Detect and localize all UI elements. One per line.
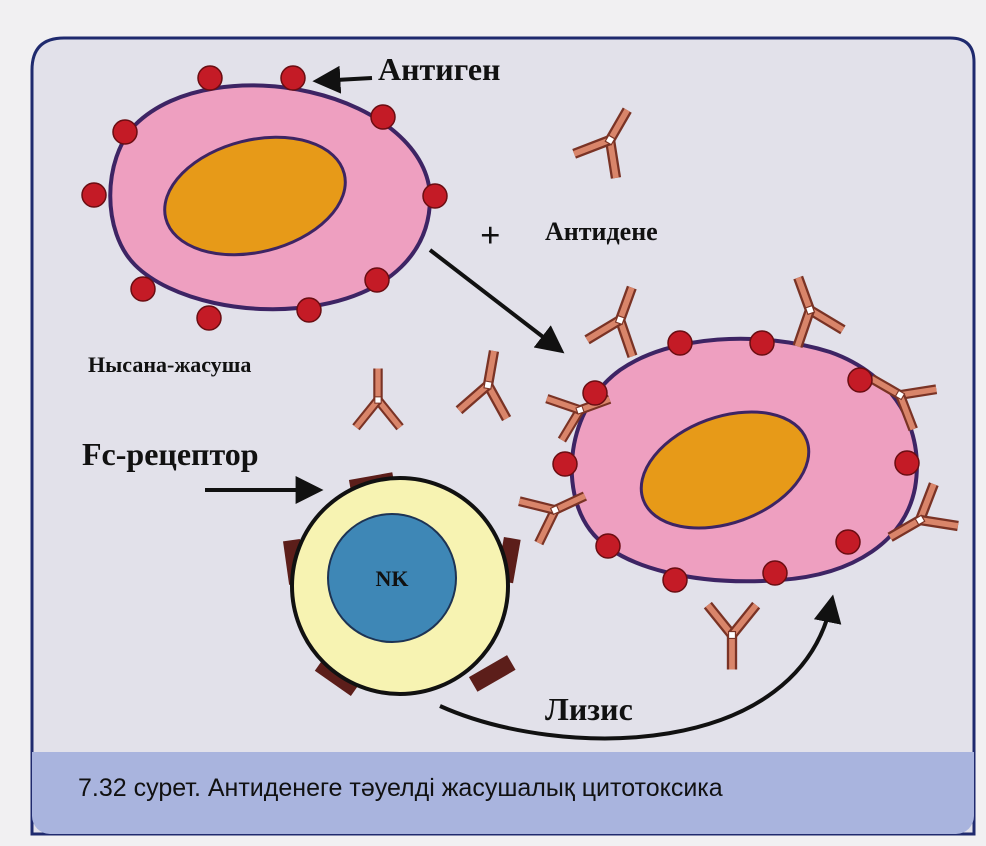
binding-arrow: [428, 248, 565, 354]
antigen-marker: [197, 65, 223, 91]
plus-sign: +: [480, 215, 501, 255]
caption-band: [32, 752, 974, 834]
antigen-marker: [422, 183, 448, 209]
antigen-marker: [364, 267, 390, 293]
opsonized-cell-nucleus: [639, 410, 811, 530]
figure-caption: 7.32 сурет. Антиденеге тәуелді жасушалық…: [78, 774, 723, 802]
opsonized-target-cell: [519, 269, 958, 669]
antigen-marker: [894, 450, 920, 476]
antigen-marker: [81, 182, 107, 208]
antigen-marker: [762, 560, 788, 586]
fc-receptor-label: Fc-рецептор: [82, 436, 259, 472]
antigen-marker: [835, 529, 861, 555]
antibody-label: Антидене: [545, 217, 658, 246]
antigen-markers: [552, 330, 920, 593]
target-cell: [81, 65, 448, 331]
antigen-marker: [847, 367, 873, 393]
antigen-marker: [667, 330, 693, 356]
arrows: [205, 65, 842, 741]
antigen-marker: [552, 451, 578, 477]
nk-label: NK: [376, 566, 409, 591]
antigen-marker: [196, 305, 222, 331]
target-cell-nucleus: [163, 135, 347, 257]
nk-cell-nucleus: [327, 513, 457, 643]
antigen-marker: [296, 297, 322, 323]
antigen-arrow: [312, 65, 373, 94]
antigen-marker: [749, 330, 775, 356]
antigen-marker: [130, 276, 156, 302]
antigen-marker: [662, 567, 688, 593]
antigen-markers: [81, 65, 448, 331]
antigen-marker: [280, 65, 306, 91]
fc-receptor: [468, 655, 516, 692]
antigen-label: Антиген: [378, 51, 500, 87]
antigen-marker: [582, 380, 608, 406]
antigen-marker: [370, 104, 396, 130]
target-cell-label: Нысана-жасуша: [88, 352, 251, 377]
lysis-arrow: [439, 594, 842, 741]
lysis-label: Лизис: [545, 691, 633, 727]
nk-cell: NK: [283, 472, 521, 696]
antigen-marker: [112, 119, 138, 145]
antigen-marker: [595, 533, 621, 559]
